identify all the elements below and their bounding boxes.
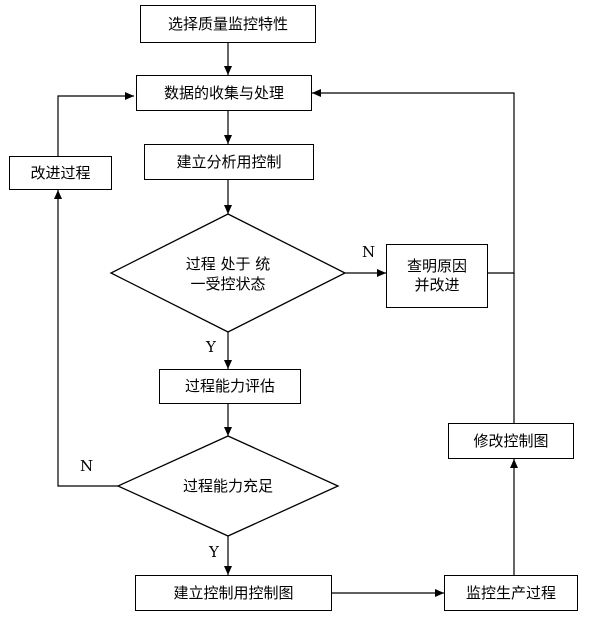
node-improve-process: 改进过程 xyxy=(9,156,112,190)
label-n-bottom: N xyxy=(80,457,94,475)
node-build-control-chart-text: 建立控制用控制图 xyxy=(173,583,294,602)
node-monitor-production: 监控生产过程 xyxy=(444,575,578,611)
node-capability-eval-text: 过程能力评估 xyxy=(184,377,275,396)
node-collect-data-text: 数据的收集与处理 xyxy=(163,83,284,102)
node-modify-chart: 修改控制图 xyxy=(448,423,574,459)
node-select-characteristic: 选择质量监控特性 xyxy=(140,5,316,43)
node-find-cause: 查明原因 并改进 xyxy=(386,244,488,308)
node-improve-process-text: 改进过程 xyxy=(30,163,91,182)
node-build-control-chart: 建立控制用控制图 xyxy=(135,575,332,611)
label-y-top: Y xyxy=(206,338,216,356)
arrow-cause-to-collect xyxy=(312,89,515,274)
arrow-decision2-to-improve xyxy=(54,190,118,487)
decision-capability-sufficient xyxy=(116,435,340,537)
decision-capability-sufficient-line1: 过程能力充足 xyxy=(182,477,273,495)
node-find-cause-line2: 并改进 xyxy=(414,276,460,294)
node-monitor-production-text: 监控生产过程 xyxy=(465,583,556,602)
decision-statistical-control-line1: 过程 处于 统 xyxy=(185,255,271,273)
node-build-chart: 建立分析用控制 xyxy=(144,144,314,180)
node-find-cause-line1: 查明原因 xyxy=(406,257,467,276)
node-collect-data: 数据的收集与处理 xyxy=(136,75,312,111)
decision-statistical-control xyxy=(109,213,347,333)
node-capability-eval: 过程能力评估 xyxy=(159,369,301,404)
decision-capability-sufficient-text: 过程能力充足 xyxy=(158,476,298,496)
node-build-chart-text: 建立分析用控制 xyxy=(176,152,282,171)
node-select-characteristic-text: 选择质量监控特性 xyxy=(167,14,288,33)
label-y-bottom: Y xyxy=(209,543,219,561)
arrow-improve-to-collect xyxy=(57,92,134,156)
node-modify-chart-text: 修改控制图 xyxy=(473,431,549,450)
decision-statistical-control-text: 过程 处于 统 一受控状态 xyxy=(151,254,305,295)
label-n-top: N xyxy=(362,243,376,261)
decision-statistical-control-line2: 一受控状态 xyxy=(190,275,266,294)
